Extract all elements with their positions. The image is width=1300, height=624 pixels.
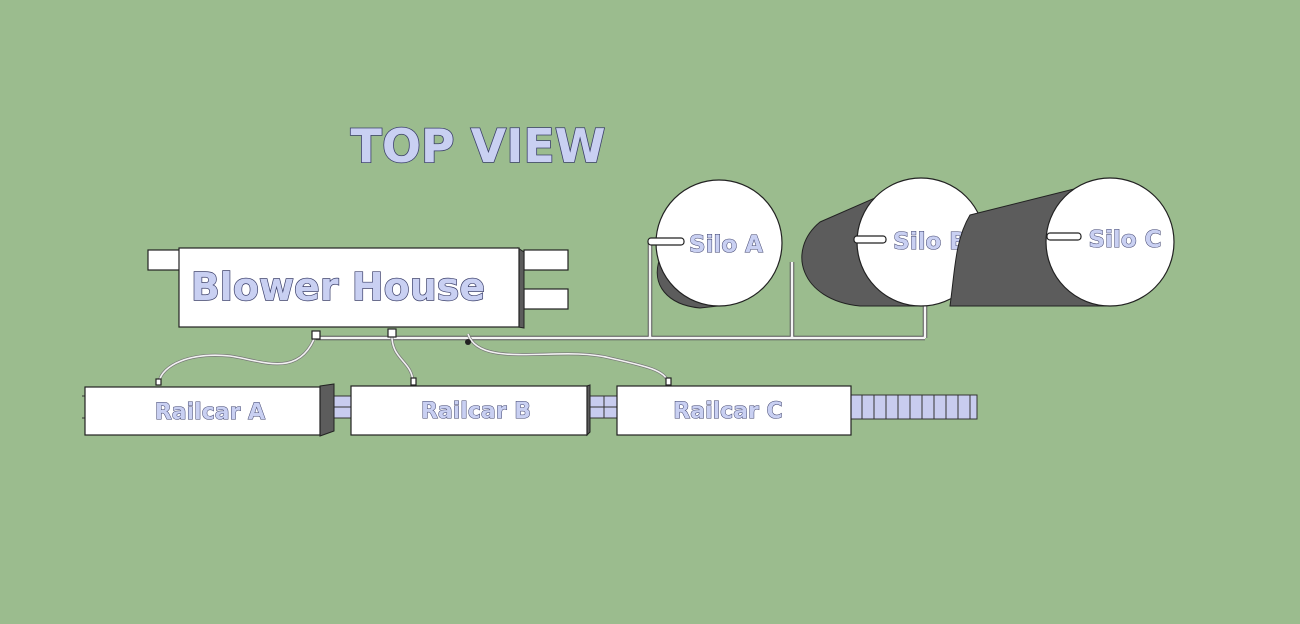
hose-railcar-c xyxy=(467,333,669,383)
hose-connector-c xyxy=(465,339,471,345)
railcar-hoses xyxy=(157,328,670,383)
railcar-b-label: Railcar B xyxy=(421,399,531,424)
silo-a-label: Silo A xyxy=(689,232,763,258)
railcar-b: Railcar B xyxy=(350,377,591,437)
silo-b-label: Silo B xyxy=(893,229,967,255)
railcar-a: Railcar A xyxy=(82,378,335,437)
silo-a-inlet xyxy=(647,237,685,246)
hose-connector-a xyxy=(311,330,321,340)
blower-house-label: Blower House xyxy=(191,265,485,309)
railcar-a-label: Railcar A xyxy=(155,400,265,425)
railcar-b-hatch xyxy=(410,377,417,386)
hose-railcar-a xyxy=(158,333,317,383)
railcar-a-shadow xyxy=(319,383,335,437)
silo-piping xyxy=(316,243,928,341)
railcar-c-label: Railcar C xyxy=(673,399,782,424)
railcar-c-hatch xyxy=(665,377,672,386)
silo-c-inlet xyxy=(1046,232,1082,241)
silo-c-body xyxy=(1045,177,1175,307)
blower-house-left-port xyxy=(147,249,181,271)
blower-house-right-port-lower xyxy=(523,288,569,310)
railcars: Railcar A Railcar B Railcar C xyxy=(82,377,978,437)
hose-railcar-b xyxy=(391,331,414,383)
blower-house-right-port-upper xyxy=(523,249,569,271)
hose-railcar-c-edge xyxy=(466,333,670,383)
silo-c-label: Silo C xyxy=(1088,227,1161,253)
hose-connector-b xyxy=(387,328,397,338)
silo-c: Silo C xyxy=(949,177,1175,307)
blower-house: Blower House xyxy=(147,247,569,329)
railcar-c: Railcar C xyxy=(616,377,852,436)
railcar-c-body xyxy=(616,385,852,436)
railcar-a-hatch xyxy=(155,378,162,386)
silo-b: Silo B xyxy=(801,177,986,307)
silo-a: Silo A xyxy=(647,179,783,309)
diagram-title: TOP VIEW xyxy=(350,119,605,173)
silo-b-inlet xyxy=(853,235,887,244)
rail-track-end xyxy=(850,394,978,420)
blower-house-body xyxy=(178,247,520,328)
railcar-a-body xyxy=(84,386,321,436)
silos: Silo A Silo B Silo C xyxy=(647,177,1175,309)
railcar-b-body xyxy=(350,385,588,436)
main-pipe xyxy=(316,243,927,340)
